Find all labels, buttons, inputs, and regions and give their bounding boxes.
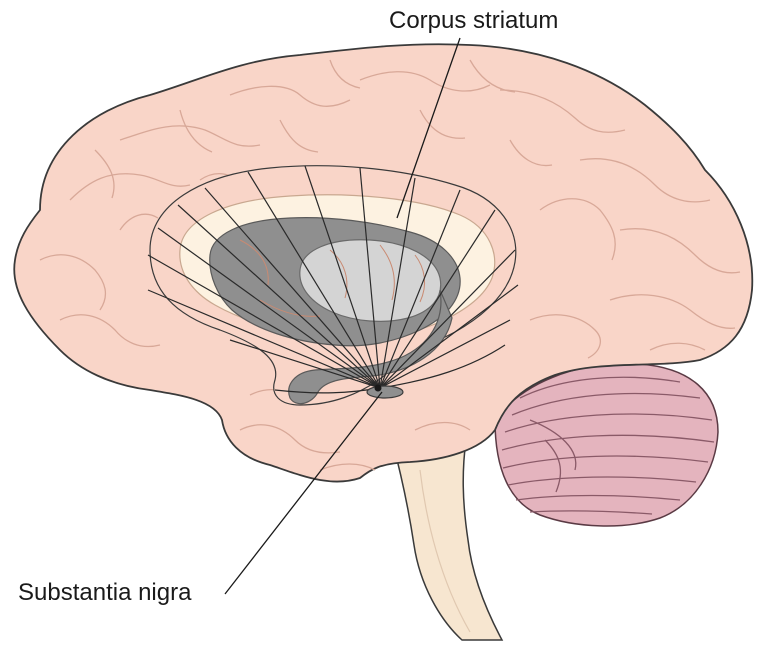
brainstem-detail — [419, 469, 471, 633]
corpus-striatum-leader — [396, 37, 461, 219]
label-corpus-striatum: Corpus striatum — [389, 7, 558, 34]
brainstem — [391, 439, 504, 641]
cerebellum — [494, 362, 719, 527]
substantia-nigra-leader — [224, 391, 383, 595]
substantia-nigra — [366, 385, 404, 399]
pathway-origin-dot — [374, 384, 382, 392]
gyri-lines — [39, 59, 741, 471]
label-substantia-nigra: Substantia nigra — [18, 579, 192, 606]
corpus-striatum — [149, 165, 517, 406]
